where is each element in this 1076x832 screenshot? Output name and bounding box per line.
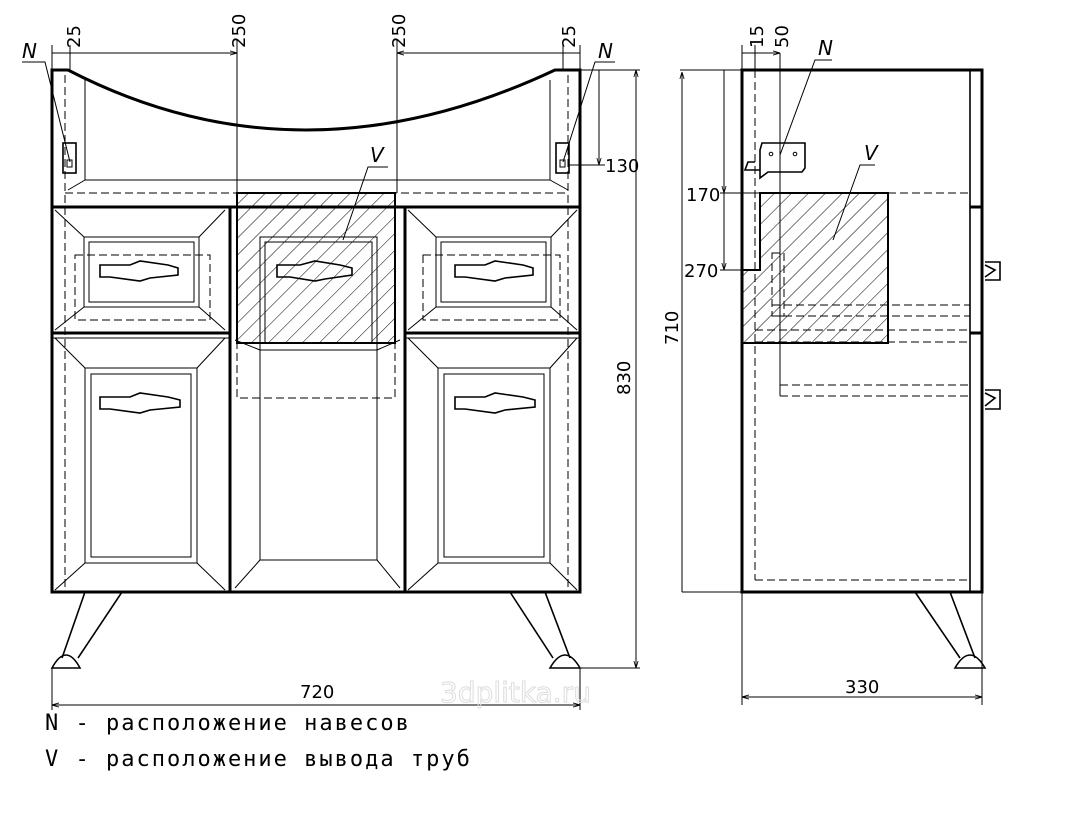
leg-side bbox=[914, 591, 976, 659]
marker-v-side: V bbox=[864, 141, 879, 165]
pipe-outlet-zone-side bbox=[741, 192, 889, 344]
handle-icon bbox=[99, 392, 181, 414]
handle-icon bbox=[454, 392, 536, 414]
legend-v: V - расположение вывода труб bbox=[45, 747, 472, 772]
dim-right-offset: 25 bbox=[559, 25, 580, 48]
side-view: 15 50 710 170 270 330 N V bbox=[662, 25, 1001, 705]
hanger-bracket bbox=[759, 142, 806, 180]
handle-icon bbox=[276, 260, 353, 282]
dim-pipe-top: 170 bbox=[686, 185, 720, 206]
dim-offset-a: 15 bbox=[747, 25, 768, 48]
front-view: 25 250 250 25 130 830 720 N N V bbox=[22, 14, 640, 710]
marker-n-side: N bbox=[818, 36, 833, 60]
dim-body-height: 710 bbox=[662, 311, 683, 345]
leg-left bbox=[61, 591, 123, 659]
dim-hanger-height: 130 bbox=[605, 156, 639, 177]
dim-depth: 330 bbox=[845, 677, 879, 698]
handle-side-icon bbox=[984, 389, 1001, 410]
dim-total-height: 830 bbox=[614, 361, 635, 395]
marker-v-front: V bbox=[370, 143, 385, 167]
dim-offset-b: 50 bbox=[772, 25, 793, 48]
legend-n: N - расположение навесов bbox=[45, 711, 411, 736]
handle-side-icon bbox=[984, 261, 1001, 281]
pipe-outlet-zone bbox=[236, 192, 396, 344]
dim-left-offset: 25 bbox=[64, 25, 85, 48]
hanger-right bbox=[555, 142, 570, 174]
dim-left-center: 250 bbox=[229, 14, 250, 48]
watermark: 3dplitka.ru bbox=[440, 676, 591, 709]
leg-right bbox=[509, 591, 571, 659]
handle-icon bbox=[99, 260, 179, 282]
marker-n-left: N bbox=[22, 39, 37, 63]
dim-width: 720 bbox=[300, 682, 334, 703]
hanger-left bbox=[62, 142, 77, 174]
handle-icon bbox=[454, 260, 534, 282]
dim-right-center: 250 bbox=[389, 14, 410, 48]
dim-pipe-notch: 270 bbox=[684, 261, 718, 282]
marker-n-right: N bbox=[598, 39, 613, 63]
